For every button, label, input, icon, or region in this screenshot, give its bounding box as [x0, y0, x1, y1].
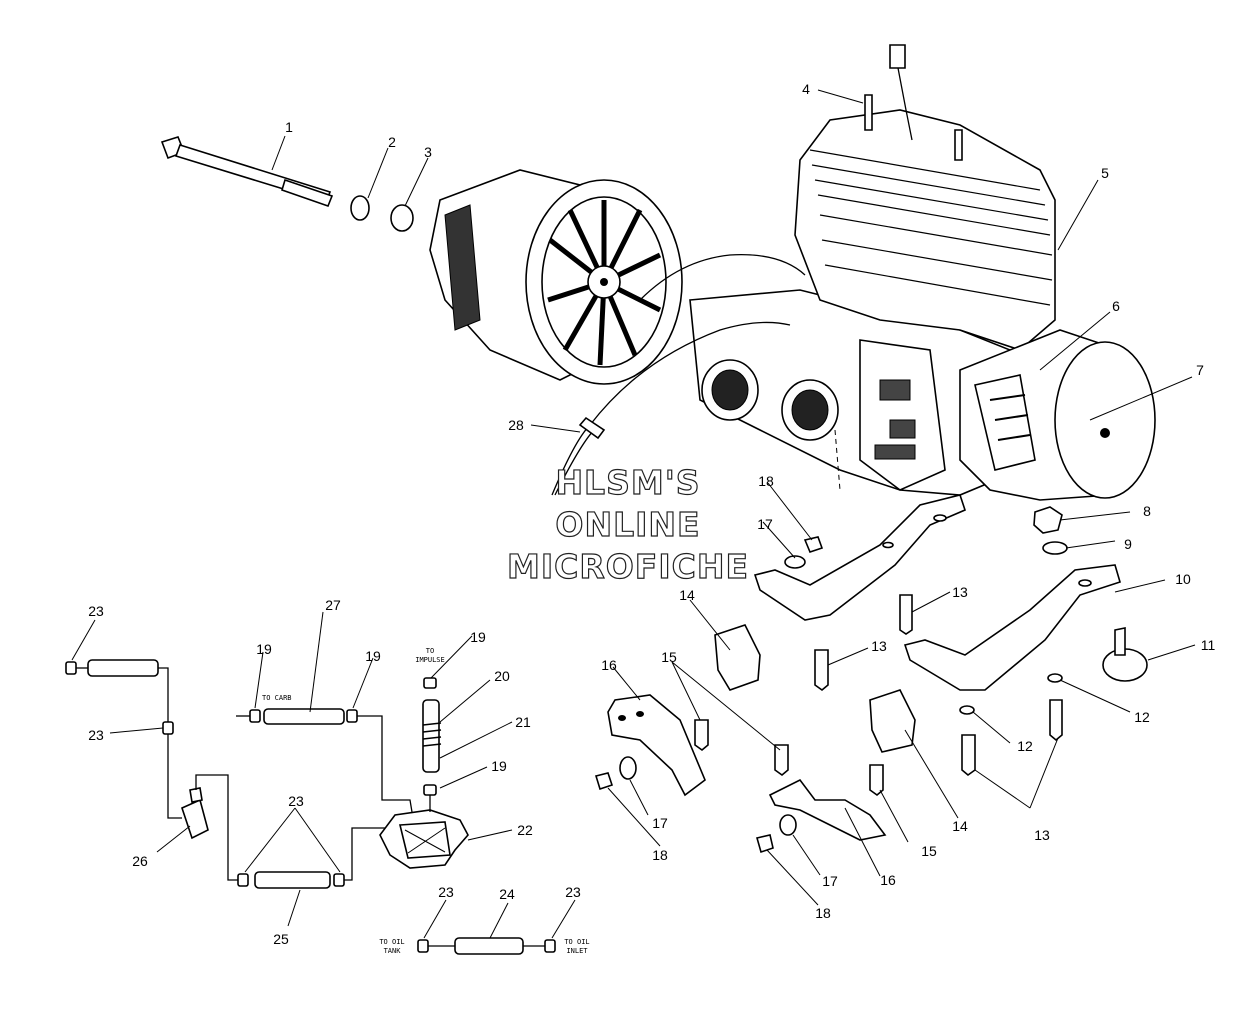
callout-14b: 14	[952, 818, 968, 834]
watermark: HLSM'S ONLINE MICROFICHE	[506, 462, 749, 586]
nut-18c	[755, 834, 774, 854]
bolt-13d	[1049, 699, 1063, 742]
callout-19a: 19	[256, 641, 272, 657]
callout-6: 6	[1112, 298, 1120, 314]
callout-18b: 18	[652, 847, 668, 863]
callout-19c: 19	[470, 629, 486, 645]
callout-27: 27	[325, 597, 341, 613]
callout-3: 3	[424, 144, 432, 160]
throttle-cable	[551, 321, 791, 496]
callout-16a: 16	[601, 657, 617, 673]
washer-12b	[959, 705, 975, 715]
mount-bracket-16b	[768, 778, 887, 841]
callout-1: 1	[285, 119, 293, 135]
rubber-mount-14b	[869, 689, 916, 753]
bolt-15a	[694, 719, 709, 752]
bolt-15c	[869, 764, 884, 797]
watermark-line-3: MICROFICHE	[507, 547, 749, 586]
callout-24: 24	[499, 886, 515, 902]
drive-clutch	[429, 169, 683, 385]
callout-15b: 15	[921, 843, 937, 859]
cable-adjuster	[578, 416, 606, 440]
callout-25: 25	[273, 931, 289, 947]
bolt-13b	[814, 649, 829, 692]
callout-17b: 17	[652, 815, 668, 831]
note-to-oil-inlet-1: TO OIL	[564, 938, 589, 946]
rubber-mount-14a	[714, 624, 761, 691]
washer-17c	[779, 814, 797, 836]
callout-10: 10	[1175, 571, 1191, 587]
note-to-carb: TO CARB	[262, 694, 292, 702]
callout-23d: 23	[438, 884, 454, 900]
callout-7: 7	[1196, 362, 1204, 378]
callout-23e: 23	[565, 884, 581, 900]
callout-22: 22	[517, 822, 533, 838]
note-to-oil-inlet-2: INLET	[566, 947, 588, 955]
callout-8: 8	[1143, 503, 1151, 519]
callout-17a: 17	[757, 516, 773, 532]
note-to-oil-tank-1: TO OIL	[379, 938, 404, 946]
callout-2: 2	[388, 134, 396, 150]
callout-13a: 13	[952, 584, 968, 600]
clutch-bolt	[160, 136, 334, 208]
bolt-13c	[961, 734, 976, 777]
leader-lines	[71, 89, 1196, 939]
recoil-housing	[959, 329, 1156, 501]
callout-23a: 23	[88, 603, 104, 619]
callout-17c: 17	[822, 873, 838, 889]
nut-18b	[594, 772, 614, 791]
oil-line-system	[65, 659, 556, 955]
engine-bracket-lower	[903, 564, 1121, 691]
callout-4: 4	[802, 81, 810, 97]
watermark-line-2: ONLINE	[555, 505, 700, 544]
note-to-oil-tank-2: TANK	[384, 947, 402, 955]
washer-9	[1042, 541, 1068, 555]
engine-block	[689, 44, 1056, 496]
callout-21: 21	[515, 714, 531, 730]
callout-9: 9	[1124, 536, 1132, 552]
callout-19d: 19	[491, 758, 507, 774]
callout-20: 20	[494, 668, 510, 684]
callout-26: 26	[132, 853, 148, 869]
note-to-impulse-2: IMPULSE	[415, 656, 445, 664]
engine-bracket-upper	[753, 494, 966, 621]
callout-13b: 13	[871, 638, 887, 654]
bolt-15b	[774, 744, 789, 777]
callout-12b: 12	[1017, 738, 1033, 754]
nut-part-3	[390, 204, 414, 232]
callout-5: 5	[1101, 165, 1109, 181]
washer-17b	[619, 756, 637, 780]
nut-18a	[803, 536, 824, 553]
callout-28: 28	[508, 417, 524, 433]
line-notes: TO CARB TO IMPULSE TO OIL TANK TO OIL IN…	[262, 647, 590, 955]
callout-23c: 23	[288, 793, 304, 809]
callout-numbers: 1 2 3 4 5 6 7 8 9 10 11 12 12 13 13 13 1…	[88, 81, 1215, 947]
note-to-impulse-1: TO	[426, 647, 434, 655]
callout-18a: 18	[758, 473, 774, 489]
washer-12a	[1047, 673, 1063, 683]
washer-part-2	[350, 195, 370, 221]
callout-14a: 14	[679, 587, 695, 603]
nut-8	[1033, 506, 1063, 534]
callout-11: 11	[1201, 637, 1216, 653]
bolt-13a	[899, 594, 913, 635]
callout-12a: 12	[1134, 709, 1150, 725]
callout-23b: 23	[88, 727, 104, 743]
callout-19b: 19	[365, 648, 381, 664]
rubber-mount-11	[1102, 627, 1148, 682]
callout-13c: 13	[1034, 827, 1050, 843]
watermark-line-1: HLSM'S	[555, 463, 700, 502]
callout-16b: 16	[880, 872, 896, 888]
mount-bracket-16a	[607, 694, 706, 797]
callout-15a: 15	[661, 649, 677, 665]
washer-17a	[784, 555, 806, 569]
callout-18c: 18	[815, 905, 831, 921]
